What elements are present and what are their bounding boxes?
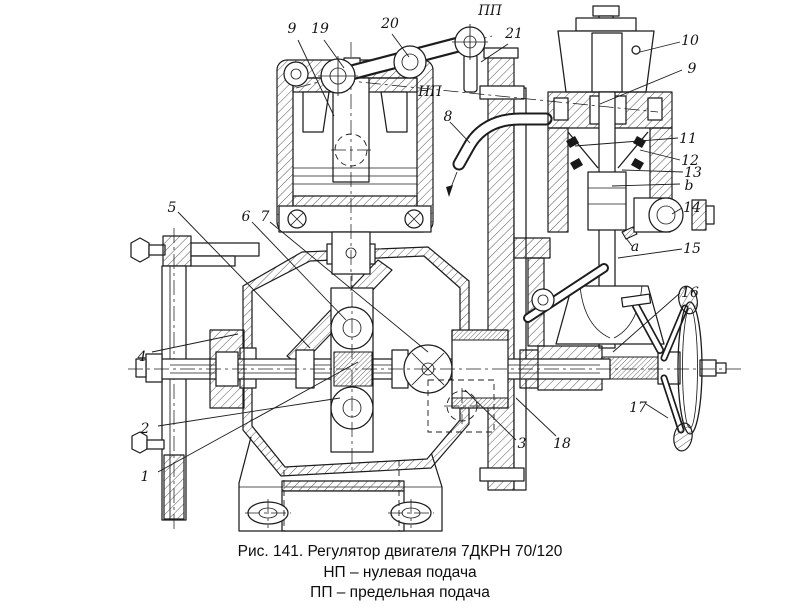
left-mounting-wall — [130, 228, 260, 533]
callout-9-right: 9 — [688, 61, 697, 77]
handwheel-rim — [677, 301, 703, 435]
np-position-line — [339, 79, 659, 113]
callout-20: 20 — [380, 16, 399, 32]
regulator-drawing: 9 19 20 ПП 21 10 9 НП 8 11 12 13 b 14 a … — [128, 3, 745, 533]
slot-a — [621, 226, 638, 240]
callout-7: 7 — [261, 209, 270, 225]
control-lever — [283, 24, 659, 113]
figure-caption: Рис. 141. Регулятор двигателя 7ДКРН 70/1… — [0, 542, 800, 604]
callout-3: 3 — [518, 436, 527, 452]
callout-5: 5 — [168, 200, 177, 216]
caption-pp-legend: ПП – предельная подача — [310, 584, 490, 602]
callout-9-left: 9 — [288, 21, 297, 37]
callout-4: 4 — [137, 349, 147, 365]
callout-13: 13 — [684, 165, 702, 181]
callout-1: 1 — [141, 469, 150, 485]
callout-17: 17 — [629, 400, 647, 416]
central-mounting-plate — [479, 47, 551, 491]
callout-8: 8 — [444, 109, 453, 125]
callout-6: 6 — [242, 209, 251, 225]
callout-18: 18 — [553, 436, 571, 452]
callout-11: 11 — [679, 131, 697, 147]
callout-19: 19 — [311, 21, 329, 37]
callout-a: a — [631, 239, 639, 255]
caption-np-legend: НП – нулевая подача — [323, 563, 477, 581]
callout-b: b — [685, 178, 694, 194]
spring-housing — [276, 42, 434, 292]
caption-title: Рис. 141. Регулятор двигателя 7ДКРН 70/1… — [237, 543, 563, 560]
fuel-pipe — [446, 112, 553, 197]
callout-15: 15 — [683, 241, 701, 257]
callout-2: 2 — [140, 421, 150, 437]
link-rod-21 — [463, 53, 478, 93]
callout-14: 14 — [683, 200, 701, 216]
leader-lines — [151, 33, 684, 473]
callout-np: НП — [417, 84, 442, 100]
flow-arrow — [446, 185, 453, 197]
callout-16: 16 — [681, 285, 699, 301]
callout-21: 21 — [504, 26, 523, 42]
callout-pp: ПП — [477, 3, 502, 19]
callout-12: 12 — [681, 153, 699, 169]
callout-10: 10 — [681, 33, 699, 49]
